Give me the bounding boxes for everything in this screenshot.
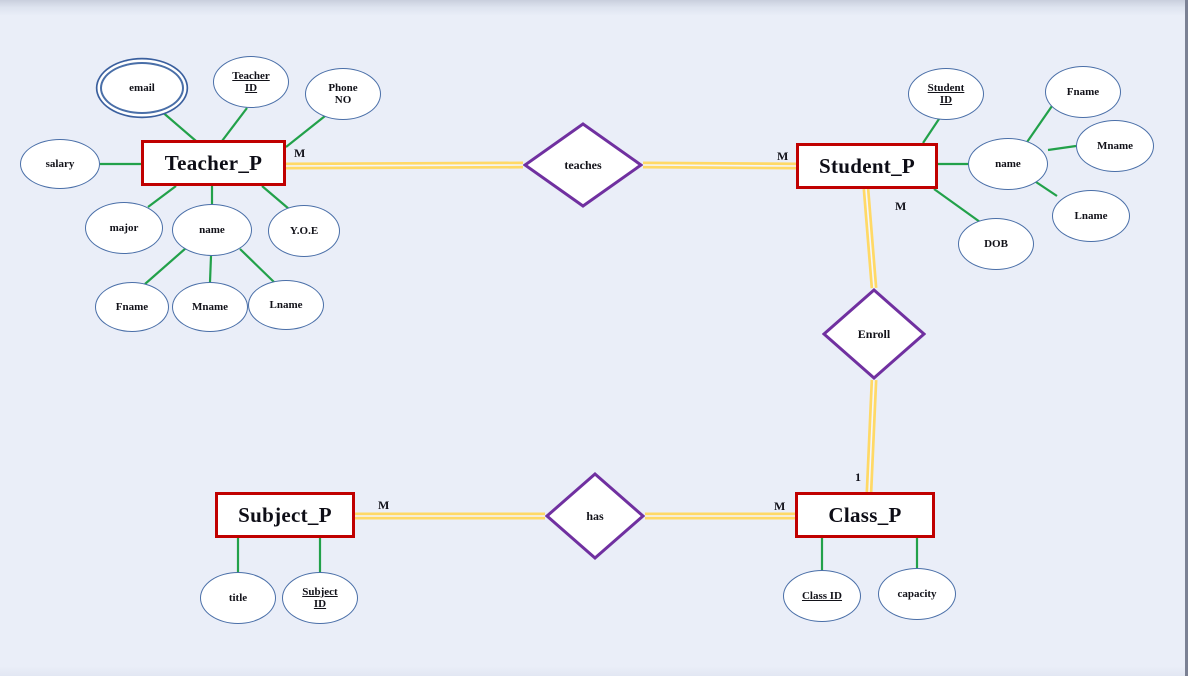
- attribute-connector: [933, 188, 981, 223]
- link-teaches-student: [642, 161, 797, 170]
- attribute-label: Class ID: [801, 589, 843, 602]
- attribute-t-salary[interactable]: salary: [20, 139, 100, 189]
- attribute-t-mname[interactable]: Mname: [172, 282, 248, 332]
- attribute-label: Y.O.E: [289, 224, 319, 237]
- diamond-shape: [523, 122, 643, 208]
- attribute-label: Lname: [269, 298, 303, 311]
- attribute-connector: [1024, 105, 1053, 146]
- diamond-shape: [822, 288, 926, 380]
- attribute-s-lname[interactable]: Lname: [1052, 190, 1130, 242]
- card-enroll-class: 1: [855, 470, 861, 484]
- attribute-label: name: [199, 223, 225, 236]
- attribute-connector: [261, 185, 290, 210]
- attribute-label: Mname: [191, 300, 229, 313]
- attribute-c-capacity[interactable]: capacity: [878, 568, 956, 620]
- attribute-connector: [147, 185, 177, 208]
- attribute-connector: [221, 107, 248, 142]
- entity-label: Teacher_P: [164, 150, 263, 175]
- attribute-label: email: [129, 81, 155, 94]
- card-subject-has: M: [378, 498, 390, 512]
- attribute-s-id[interactable]: Student ID: [908, 68, 984, 120]
- card-teaches-student: M: [777, 149, 789, 163]
- relationship-teaches[interactable]: teaches: [523, 122, 643, 208]
- card-student-enroll: M: [895, 199, 907, 213]
- relationship-label: has: [586, 508, 604, 523]
- attribute-label: Lname: [1074, 209, 1108, 222]
- attribute-t-id[interactable]: Teacher ID: [213, 56, 289, 108]
- attribute-t-fname[interactable]: Fname: [95, 282, 169, 332]
- link-student-enroll-inner: [865, 188, 875, 289]
- link-enroll-class: [865, 379, 878, 493]
- attribute-label: DOB: [984, 237, 1008, 250]
- attribute-label: Subject ID: [302, 585, 338, 610]
- attribute-s-name[interactable]: name: [968, 138, 1048, 190]
- attribute-s-mname[interactable]: Mname: [1076, 120, 1154, 172]
- attribute-label: Student ID: [927, 81, 965, 106]
- card-teacher-teaches: M: [294, 146, 306, 160]
- attribute-connector: [144, 247, 187, 285]
- attribute-label: name: [995, 157, 1021, 170]
- attribute-sub-id[interactable]: Subject ID: [282, 572, 358, 624]
- attribute-label: Fname: [1066, 85, 1100, 98]
- relationship-enroll[interactable]: Enroll: [822, 288, 926, 380]
- relationship-has[interactable]: has: [545, 472, 645, 560]
- diamond-shape: [545, 472, 645, 560]
- link-teacher-teaches: [285, 161, 524, 170]
- attribute-connector: [159, 109, 197, 142]
- attribute-label: Mname: [1096, 139, 1134, 152]
- attribute-label: Teacher ID: [232, 69, 270, 94]
- attribute-label: title: [228, 591, 248, 604]
- attribute-sub-title[interactable]: title: [200, 572, 276, 624]
- entity-student[interactable]: Student_P: [796, 143, 938, 189]
- attribute-connector: [1047, 144, 1077, 152]
- attribute-label: salary: [45, 157, 75, 170]
- attribute-label: Fname: [115, 300, 149, 313]
- attribute-s-fname[interactable]: Fname: [1045, 66, 1121, 118]
- attribute-t-email[interactable]: email: [100, 62, 184, 114]
- attribute-t-lname[interactable]: Lname: [248, 280, 324, 330]
- attribute-label: Phone NO: [328, 81, 358, 106]
- link-teaches-student-inner: [642, 164, 797, 167]
- attribute-connector: [208, 255, 213, 283]
- relationship-label: teaches: [564, 157, 602, 172]
- attribute-connector: [922, 118, 940, 144]
- attribute-label: major: [109, 221, 139, 234]
- diamond-outline: [822, 288, 926, 380]
- bottom-shadow-strip: [0, 666, 1185, 676]
- attribute-c-id[interactable]: Class ID: [783, 570, 861, 622]
- attribute-t-major[interactable]: major: [85, 202, 163, 254]
- entity-label: Class_P: [828, 502, 902, 527]
- attribute-t-name[interactable]: name: [172, 204, 252, 256]
- diamond-outline: [523, 122, 643, 208]
- attribute-s-dob[interactable]: DOB: [958, 218, 1034, 270]
- entity-subject[interactable]: Subject_P: [215, 492, 355, 538]
- attribute-connector: [285, 115, 326, 148]
- attribute-connector: [239, 248, 276, 284]
- entity-label: Subject_P: [238, 502, 332, 527]
- top-shadow-strip: [0, 0, 1185, 16]
- relationship-connector-group: [285, 161, 878, 520]
- link-student-enroll: [862, 188, 878, 289]
- attribute-t-yoe[interactable]: Y.O.E: [268, 205, 340, 257]
- entity-class[interactable]: Class_P: [795, 492, 935, 538]
- entity-teacher[interactable]: Teacher_P: [141, 140, 286, 186]
- link-enroll-class-inner: [868, 379, 875, 493]
- relationship-label: Enroll: [857, 326, 891, 341]
- entity-label: Student_P: [818, 153, 916, 178]
- card-has-class: M: [774, 499, 786, 513]
- link-teacher-teaches-inner: [285, 164, 524, 167]
- attribute-t-phone[interactable]: Phone NO: [305, 68, 381, 120]
- attribute-label: capacity: [897, 587, 937, 600]
- diamond-outline: [545, 472, 645, 560]
